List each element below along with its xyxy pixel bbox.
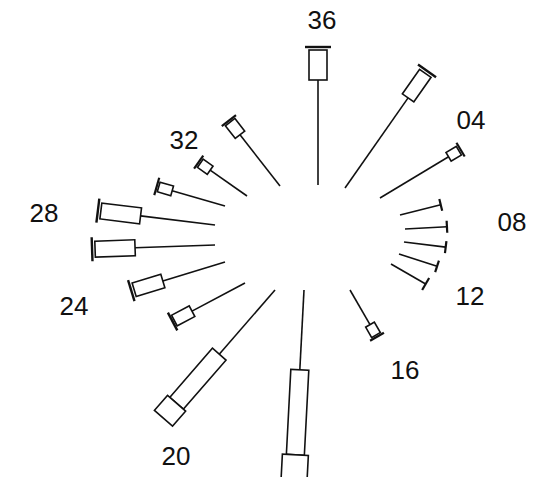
needle <box>128 251 228 301</box>
needle <box>281 289 317 477</box>
needle <box>92 233 216 261</box>
needle <box>168 274 250 330</box>
needle <box>96 199 216 237</box>
gauge-number: 12 <box>456 283 485 309</box>
needle <box>376 143 465 205</box>
needle <box>194 156 252 203</box>
needle <box>336 65 436 195</box>
gauge-number: 32 <box>170 127 199 153</box>
needle <box>222 115 287 191</box>
needle <box>403 236 446 253</box>
needle <box>399 199 443 221</box>
needle <box>154 178 227 215</box>
gauge-number: 16 <box>391 357 420 383</box>
needle <box>388 258 430 290</box>
needle <box>397 248 439 272</box>
gauge-number: 36 <box>308 7 337 33</box>
needle <box>405 221 448 235</box>
needle <box>343 286 384 341</box>
needle <box>154 282 284 426</box>
gauge-number: 08 <box>498 209 527 235</box>
gauge-number: 28 <box>30 200 59 226</box>
gauge-number: 04 <box>457 107 486 133</box>
gauge-number: 20 <box>162 443 191 469</box>
gauge-number: 24 <box>60 293 89 319</box>
needle <box>305 47 331 185</box>
